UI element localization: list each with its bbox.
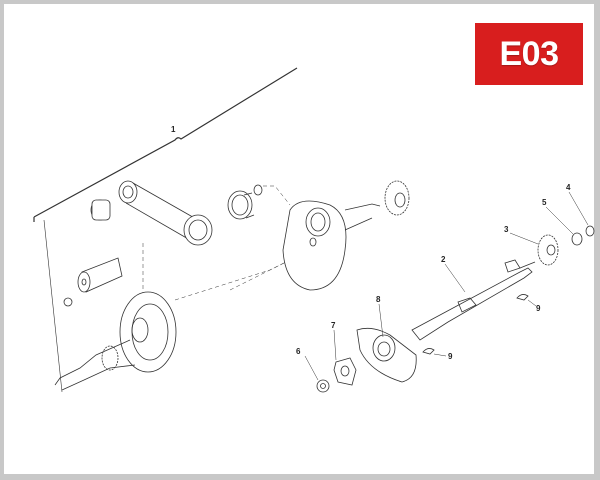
callout-2: 2 [441, 255, 446, 264]
piston-pin [63, 257, 123, 307]
connecting-rod [90, 180, 213, 246]
left-crank-web [54, 291, 177, 391]
nut [585, 225, 595, 237]
right-sprocket [384, 180, 410, 216]
callout-3: 3 [504, 225, 509, 234]
balance-weight [356, 327, 417, 383]
woodruff-key-upper [516, 294, 529, 301]
callout-9-lower: 9 [448, 352, 453, 361]
callout-5: 5 [542, 198, 547, 207]
callout-4: 4 [566, 183, 571, 192]
section-code: E03 [499, 34, 560, 73]
callout-7: 7 [331, 321, 336, 330]
callout-9-upper: 9 [536, 304, 541, 313]
leader-lines [304, 191, 589, 381]
callout-8: 8 [376, 295, 381, 304]
hex-nut [316, 379, 330, 393]
needle-bearing [227, 190, 255, 220]
right-crank-web [282, 200, 381, 291]
tab-washer [333, 357, 357, 386]
balance-shaft [411, 259, 536, 341]
callout-1: 1 [171, 125, 176, 134]
sprocket [537, 234, 559, 266]
assembly-bracket [33, 67, 298, 393]
lock-washer [571, 232, 583, 246]
section-badge: E03 [475, 23, 583, 85]
callout-6: 6 [296, 347, 301, 356]
crank-pin-small [253, 184, 263, 196]
woodruff-key-lower [422, 348, 435, 355]
